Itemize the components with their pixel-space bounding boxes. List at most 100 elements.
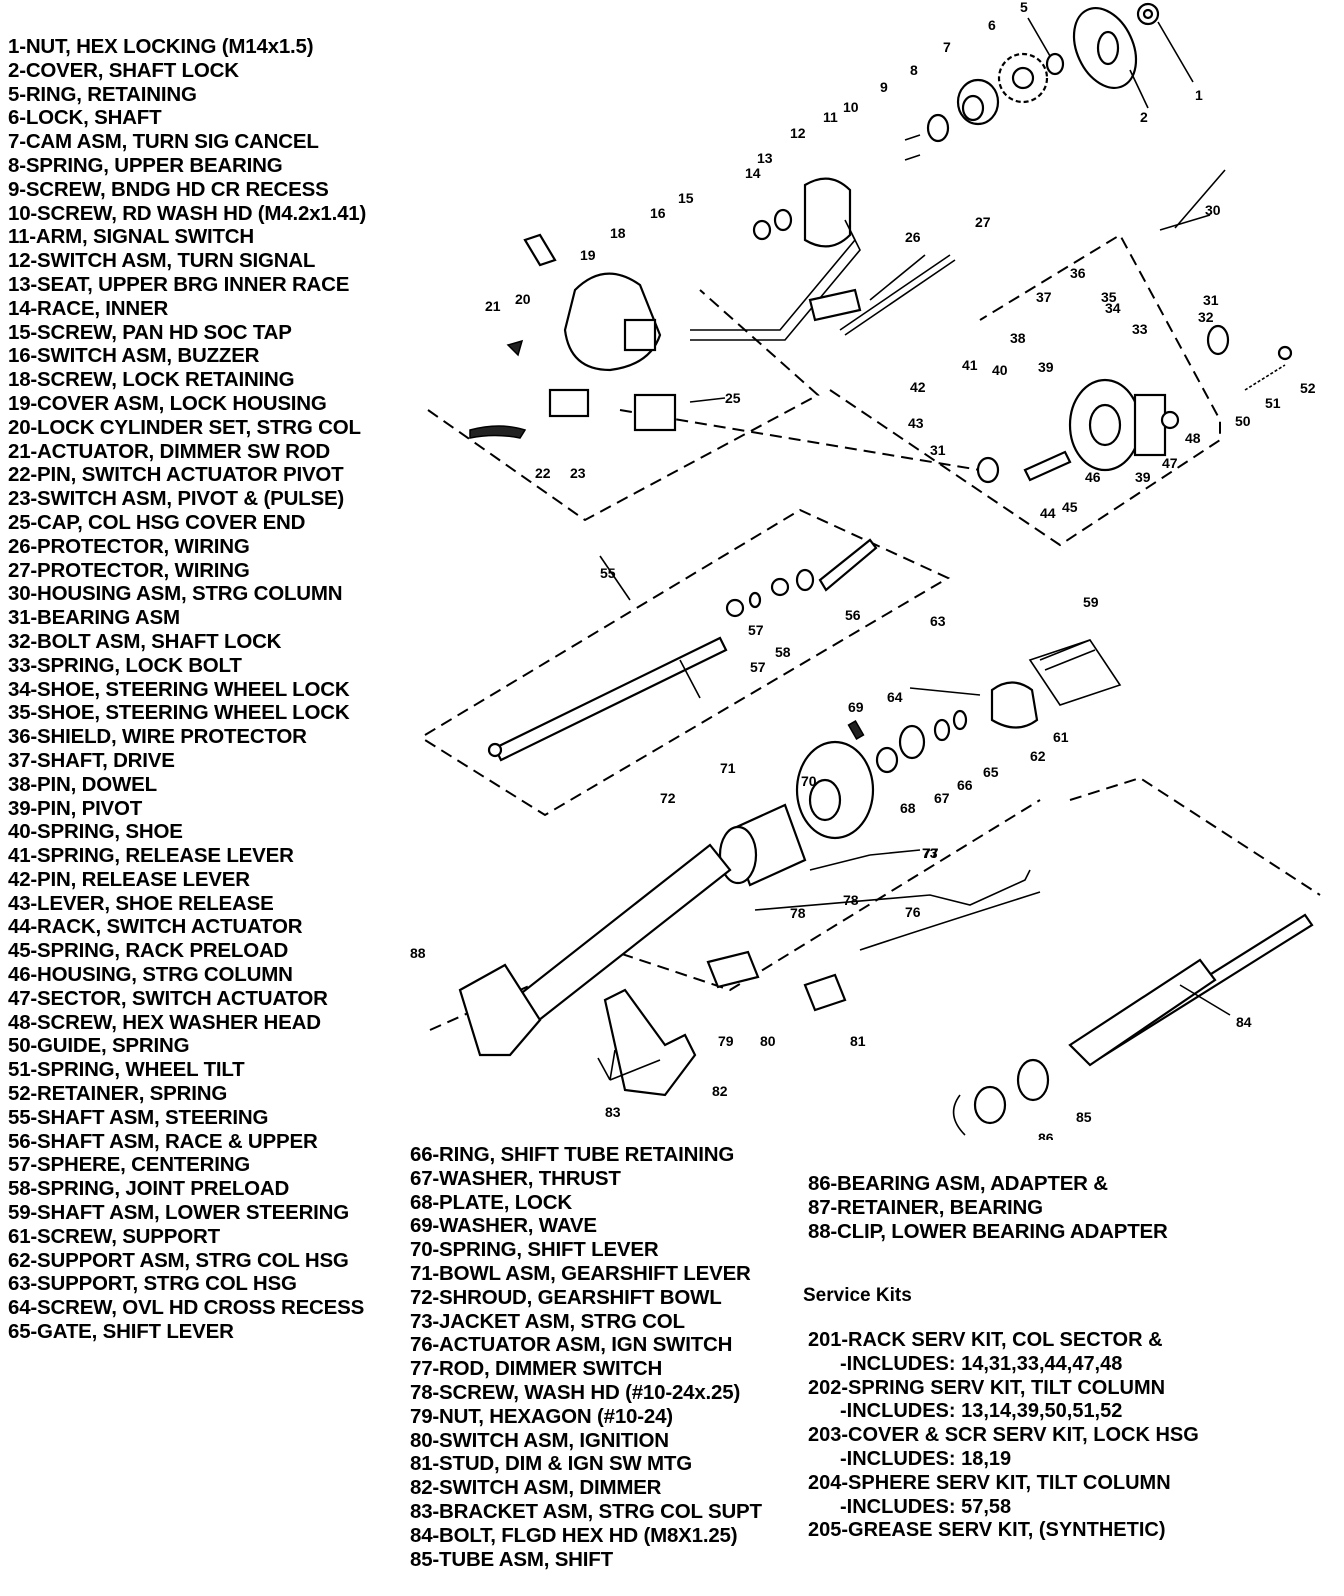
part-entry: 64-SCREW, OVL HD CROSS RECESS (8, 1296, 365, 1320)
part-entry: 20-LOCK CYLINDER SET, STRG COL (8, 415, 361, 439)
callout-number: 27 (975, 214, 991, 230)
group-boundary-upper (427, 289, 820, 522)
callout-number: 19 (580, 247, 596, 263)
part-20-lock-cylinder (523, 233, 557, 267)
part-entry: 82-SWITCH ASM, DIMMER (410, 1476, 662, 1500)
part-19-lock-housing-cover (563, 272, 662, 372)
part-entry: 13-SEAT, UPPER BRG INNER RACE (8, 272, 350, 296)
callout-number: 57 (750, 659, 766, 675)
callout-number: 44 (1040, 505, 1056, 521)
part-entry: 63-SUPPORT, STRG COL HSG (8, 1272, 297, 1296)
callout-number: 76 (905, 904, 921, 920)
part-entry: 18-SCREW, LOCK RETAINING (8, 368, 295, 392)
callout-number: 38 (1010, 330, 1026, 346)
callout-number: 1 (1195, 87, 1203, 103)
part-entry: 31-BEARING ASM (8, 606, 180, 630)
part-67-thrust-washer (933, 718, 951, 742)
part-47-sector (1160, 410, 1180, 430)
callout-number: 62 (1030, 748, 1046, 764)
part-entry: 46-HOUSING, STRG COLUMN (8, 963, 293, 987)
callout-number: 11 (823, 109, 838, 125)
callout-number: 70 (801, 773, 817, 789)
part-68-lock-plate (898, 724, 926, 760)
callout-number: 51 (1265, 395, 1281, 411)
callout-number: 13 (757, 150, 773, 166)
part-82-dimmer-switch (803, 973, 847, 1012)
callout-number: 47 (1162, 455, 1178, 471)
callout-number: 55 (600, 565, 616, 581)
part-entry: 52-RETAINER, SPRING (8, 1082, 228, 1106)
part-13-bearing-seat (773, 208, 793, 232)
callout-number: 43 (908, 415, 924, 431)
part-entry: 73-JACKET ASM, STRG COL (410, 1309, 685, 1333)
part-entry: 36-SHIELD, WIRE PROTECTOR (8, 725, 307, 749)
service-kit-includes: -INCLUDES: 14,31,33,44,47,48 (840, 1352, 1123, 1375)
callout-number: 9 (880, 79, 888, 95)
part-72-bowl-shroud (718, 803, 807, 887)
callout-number: 31 (1203, 292, 1219, 308)
part-entry: 57-SPHERE, CENTERING (8, 1153, 251, 1177)
parts-list-left: 1-NUT, HEX LOCKING (M14x1.5)2-COVER, SHA… (8, 35, 366, 1344)
callout-number: 69 (848, 699, 864, 715)
part-entry: 21-ACTUATOR, DIMMER SW ROD (8, 439, 331, 463)
part-77-dimmer-rod (754, 869, 1041, 951)
callout-number: 5 (1020, 0, 1028, 15)
part-entry: 16-SWITCH ASM, BUZZER (8, 344, 260, 368)
part-entry: 42-PIN, RELEASE LEVER (8, 867, 250, 891)
callout-number: 30 (1205, 202, 1221, 218)
part-9-screws (904, 134, 921, 161)
callout-number: 85 (1076, 1109, 1092, 1125)
callout-number: 68 (900, 800, 916, 816)
part-entry: 44-RACK, SWITCH ACTUATOR (8, 915, 303, 939)
part-entry: 33-SPRING, LOCK BOLT (8, 653, 242, 677)
service-kits-list: 201-RACK SERV KIT, COL SECTOR &-INCLUDES… (808, 1329, 1199, 1543)
callout-number: 32 (1198, 309, 1214, 325)
part-71-gearshift-bowl (795, 740, 875, 840)
part-entry: 65-GATE, SHIFT LEVER (8, 1320, 234, 1344)
part-entry: 19-COVER ASM, LOCK HOUSING (8, 391, 327, 415)
callout-number: 26 (905, 229, 921, 245)
part-2-shaft-lock-cover (1072, 7, 1138, 89)
part-entry: 61-SCREW, SUPPORT (8, 1224, 220, 1248)
callout-number: 58 (775, 644, 791, 660)
part-66-retaining-ring (952, 709, 968, 731)
callout-number: 61 (1053, 729, 1069, 745)
part-entry: 50-GUIDE, SPRING (8, 1034, 190, 1058)
part-entry: 43-LEVER, SHOE RELEASE (8, 891, 274, 915)
part-entry: 25-CAP, COL HSG COVER END (8, 510, 306, 534)
callout-number: 52 (1300, 380, 1316, 396)
part-entry: 83-BRACKET ASM, STRG COL SUPT (410, 1499, 762, 1523)
part-entry: 72-SHROUD, GEARSHIFT BOWL (410, 1285, 722, 1309)
part-73-column-jacket (458, 843, 732, 1057)
part-entry: 34-SHOE, STEERING WHEEL LOCK (8, 677, 350, 701)
callout-number: 73 (922, 845, 938, 861)
part-entry: 66-RING, SHIFT TUBE RETAINING (410, 1143, 735, 1166)
part-entry: 23-SWITCH ASM, PIVOT & (PULSE) (8, 487, 345, 511)
part-14-inner-race (752, 219, 772, 241)
callout-number: 79 (718, 1033, 734, 1049)
service-kit-includes: -INCLUDES: 57,58 (840, 1495, 1012, 1518)
callout-number: 88 (410, 945, 426, 961)
part-entry: 47-SECTOR, SWITCH ACTUATOR (8, 986, 328, 1010)
group-boundary-housing (829, 233, 1221, 547)
callout-number: 59 (1083, 594, 1099, 610)
part-entry: 80-SWITCH ASM, IGNITION (410, 1428, 669, 1452)
part-entry: 69-WASHER, WAVE (410, 1214, 597, 1238)
part-59-lower-steering-shaft (487, 636, 728, 762)
part-entry: 76-ACTUATOR ASM, IGN SWITCH (410, 1333, 733, 1357)
part-entry: 62-SUPPORT ASM, STRG COL HSG (8, 1248, 349, 1272)
callout-number: 14 (745, 165, 761, 181)
part-entry: 68-PLATE, LOCK (410, 1190, 572, 1214)
callout-number: 48 (1185, 430, 1201, 446)
part-entry: 39-PIN, PIVOT (8, 796, 143, 820)
callout-number: 78 (790, 905, 806, 921)
callout-number: 35 (1101, 289, 1117, 305)
part-88-lower-clip (952, 1094, 966, 1136)
callout-number: 42 (910, 379, 926, 395)
part-entry: 32-BOLT ASM, SHAFT LOCK (8, 629, 282, 653)
part-entry: 45-SPRING, RACK PRELOAD (8, 939, 289, 963)
callout-number: 64 (887, 689, 903, 705)
callout-number: 34 (1105, 300, 1121, 316)
part-entry: 67-WASHER, THRUST (410, 1166, 621, 1190)
